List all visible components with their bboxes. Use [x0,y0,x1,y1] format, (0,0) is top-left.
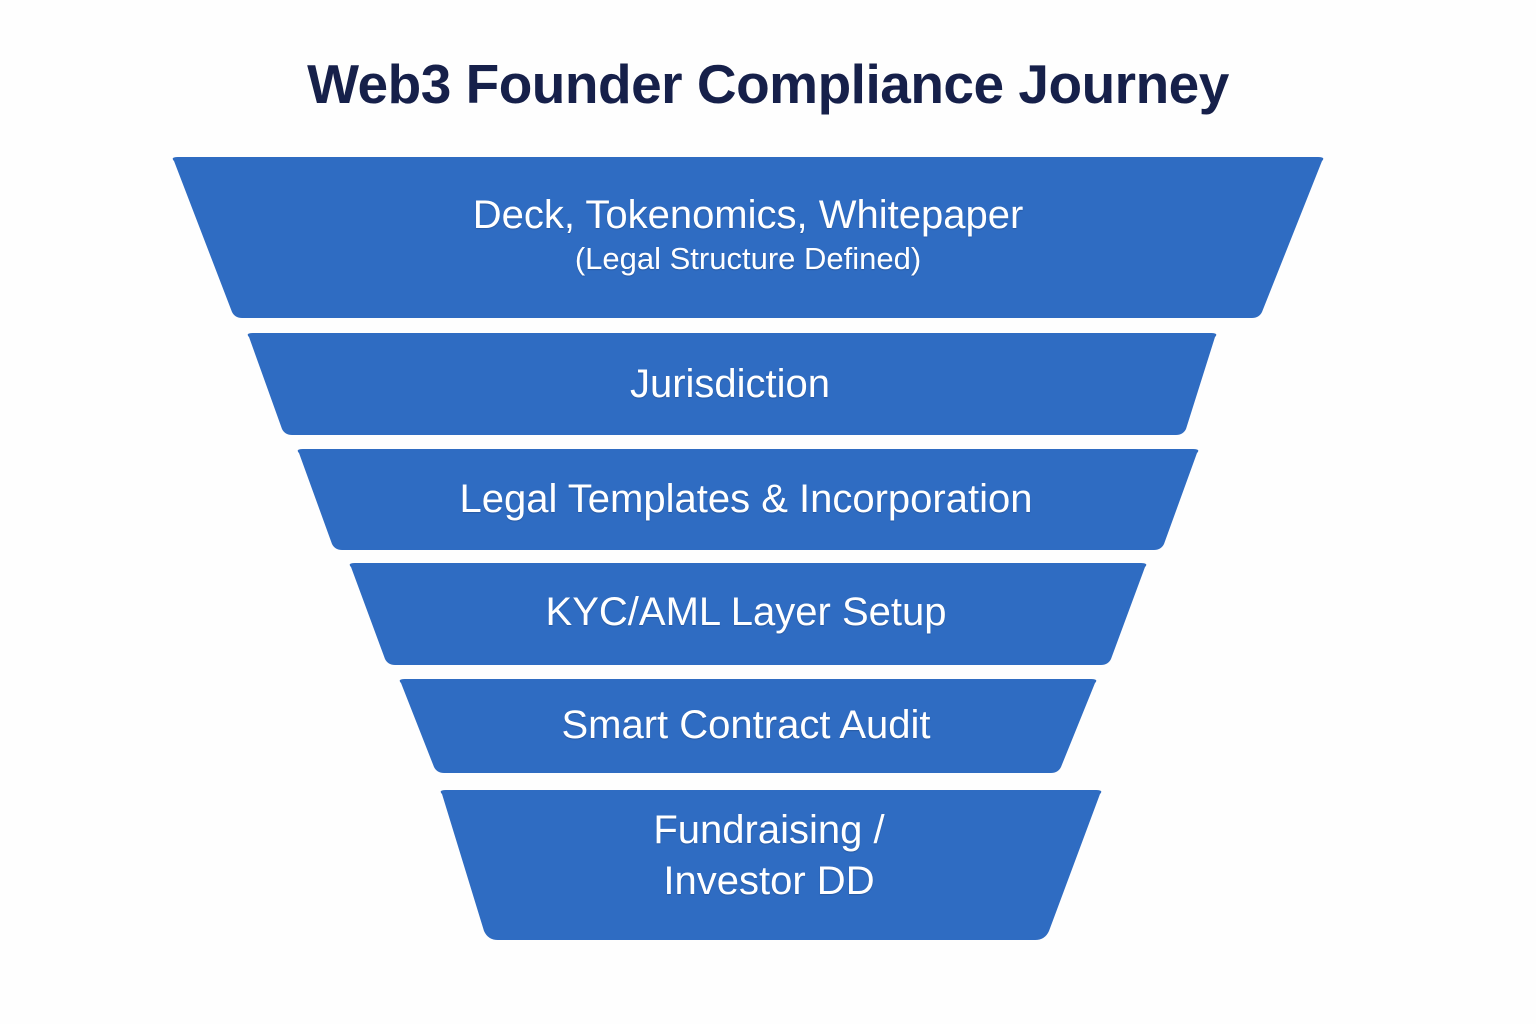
funnel-stage-3-shape[interactable] [297,449,1199,550]
funnel-stage-1-shape[interactable] [172,157,1324,318]
funnel-stage-2-shape[interactable] [247,333,1217,435]
funnel-stage-4-shape[interactable] [349,563,1147,665]
page-title: Web3 Founder Compliance Journey [307,53,1229,115]
funnel-stage-5-shape[interactable] [399,679,1097,773]
funnel-stage-6-shape[interactable] [440,790,1102,940]
